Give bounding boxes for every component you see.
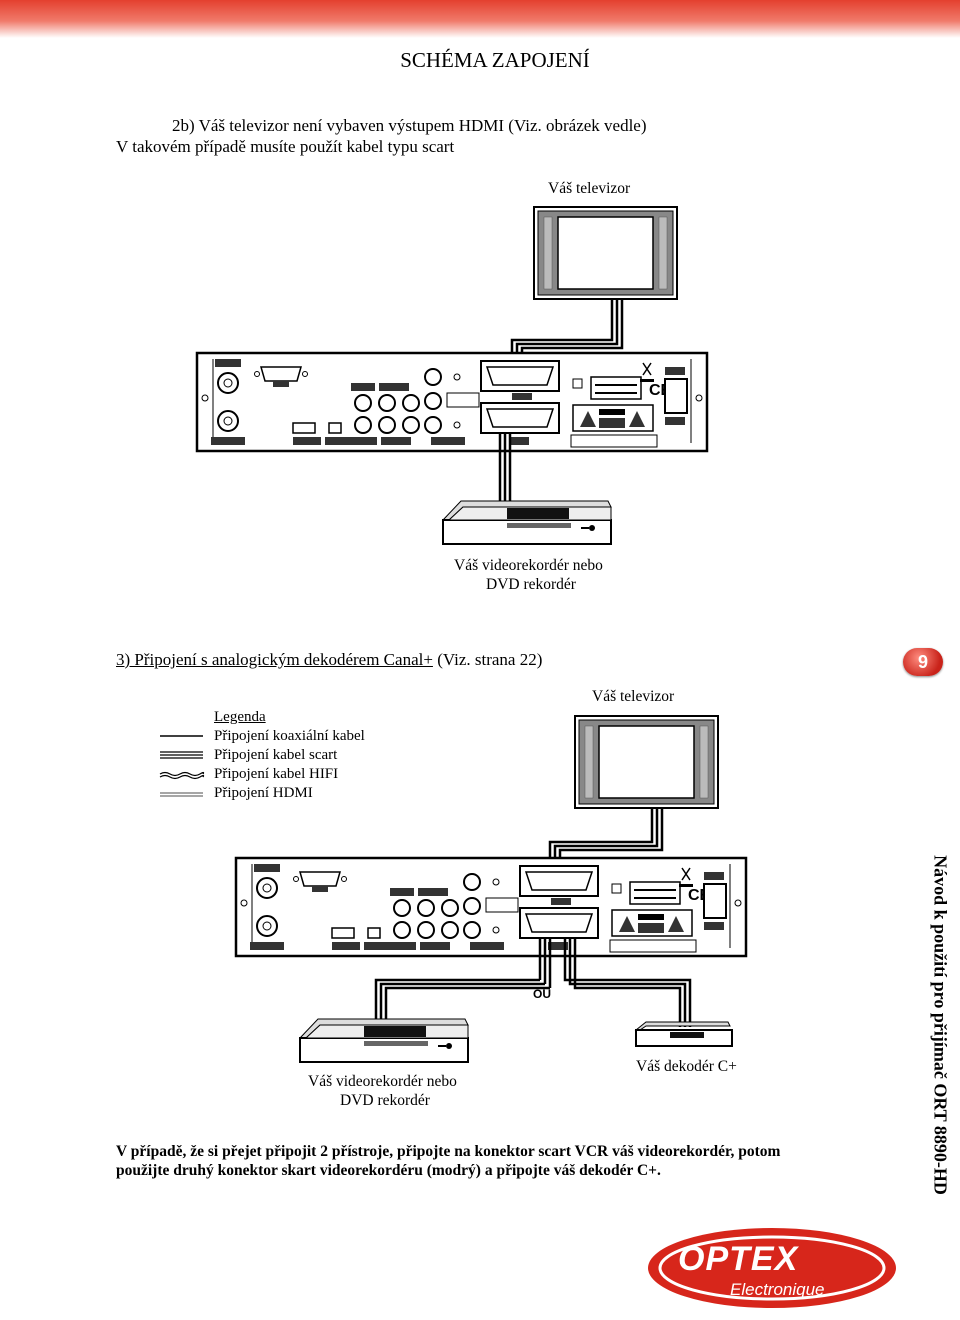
legend-item-coax: Připojení koaxiální kabel: [214, 728, 365, 744]
optex-logo: [648, 1228, 896, 1308]
vcr-label-top-2: DVD rekordér: [486, 576, 576, 593]
tv-illustration-top: [533, 206, 678, 300]
section-3-heading-main: 3) Připojení s analogickým dekodérem Can…: [116, 650, 433, 669]
tv-label-bottom: Váš televizor: [592, 688, 675, 705]
vcr-illustration-bottom: [299, 1018, 469, 1063]
section-3-heading: 3) Připojení s analogickým dekodérem Can…: [116, 650, 542, 670]
vcr-cable-top: [498, 432, 512, 505]
ou-label: OU: [533, 987, 551, 1001]
legend-item-hifi: Připojení kabel HIFI: [214, 766, 339, 782]
vcr-label-top-1: Váš videorekordér nebo: [454, 557, 603, 574]
legend-title: Legenda: [214, 709, 266, 725]
top-gradient-bar: [0, 0, 960, 38]
decoder-illustration: [634, 1021, 733, 1047]
legend-item-scart: Připojení kabel scart: [214, 747, 338, 763]
tv-illustration-bottom: [574, 715, 719, 809]
legend-item-hdmi: Připojení HDMI: [214, 785, 313, 801]
vcr-illustration-top: [442, 500, 612, 545]
vcr-label-bottom-2: DVD rekordér: [340, 1092, 430, 1109]
page-number-badge: 9: [903, 648, 943, 676]
logo-sub: Electronique: [730, 1280, 825, 1299]
section-2b-line2: V takovém případě musíte použít kabel ty…: [116, 137, 455, 156]
vcr-label-bottom-1: Váš videorekordér nebo: [308, 1073, 457, 1090]
receiver-rear-panel-bottom: [234, 856, 748, 958]
tv-label-top: Váš televizor: [548, 180, 631, 197]
section-3-heading-ref: (Viz. strana 22): [437, 650, 543, 669]
logo-brand: OPTEX: [678, 1240, 799, 1278]
vcr-cable-bottom: [374, 938, 552, 1022]
page-title: SCHÉMA ZAPOJENÍ: [400, 48, 590, 72]
decoder-cable-bottom: [563, 938, 692, 1027]
note-line2: použijte druhý konektor skart videorekor…: [116, 1162, 661, 1179]
receiver-rear-panel-top: [195, 351, 709, 453]
decoder-label: Váš dekodér C+: [636, 1058, 737, 1075]
section-2b-line1: 2b) Váš televizor není vybaven výstupem …: [172, 116, 647, 135]
legend-lines: [159, 735, 205, 797]
note-line1: V případě, že si přejet připojit 2 příst…: [116, 1143, 781, 1160]
